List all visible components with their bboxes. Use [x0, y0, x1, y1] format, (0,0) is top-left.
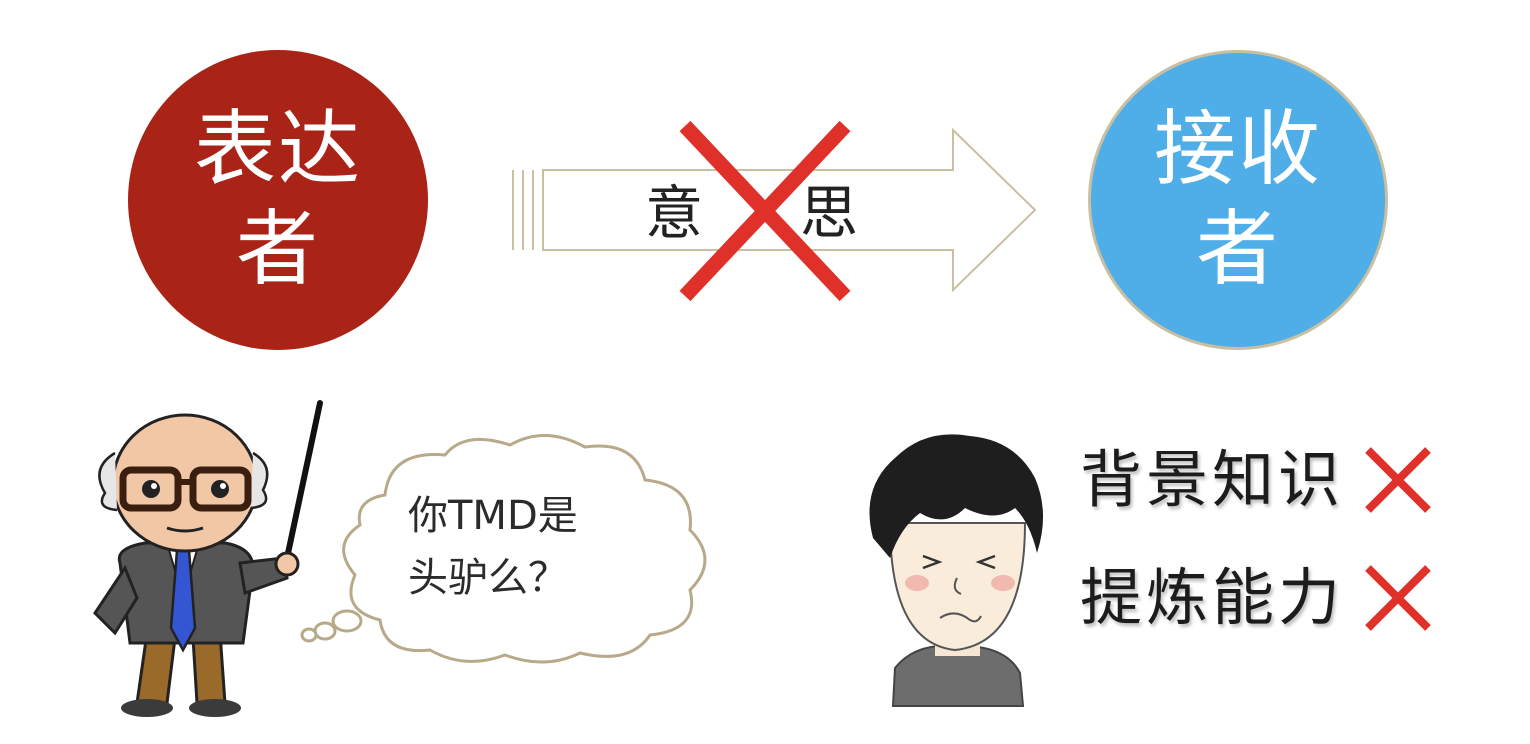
- cross-icon: [1365, 447, 1431, 513]
- receiver-label-line1: 接收: [1153, 102, 1322, 197]
- condition-label: 提炼能力: [1080, 561, 1345, 634]
- receiver-label-line2: 者: [1195, 202, 1280, 297]
- thought-cloud-icon: [300, 434, 707, 664]
- arrow-char-2: 思: [800, 179, 859, 247]
- speech-line-2: 头驴么？: [408, 555, 568, 601]
- condition-label: 背景知识: [1080, 443, 1345, 516]
- receiver-circle: 接收 者: [1088, 50, 1388, 350]
- sender-circle: 表达 者: [128, 50, 428, 350]
- teacher-with-pointer-icon: [93, 400, 323, 717]
- arrow-char-1: 意: [645, 179, 704, 247]
- condition-refinement-ability: 提炼能力: [1080, 558, 1434, 638]
- meaning-arrow: [512, 120, 1037, 302]
- cross-icon: [1365, 565, 1431, 631]
- speech-text: 你TMD是 头驴么？: [408, 485, 668, 609]
- confused-student-icon: [869, 434, 1044, 707]
- sender-label-line1: 表达: [193, 102, 362, 197]
- sender-label-line2: 者: [235, 202, 320, 297]
- speech-line-1: 你TMD是: [408, 493, 578, 539]
- cross-icon: [679, 120, 851, 302]
- condition-background-knowledge: 背景知识: [1080, 440, 1434, 520]
